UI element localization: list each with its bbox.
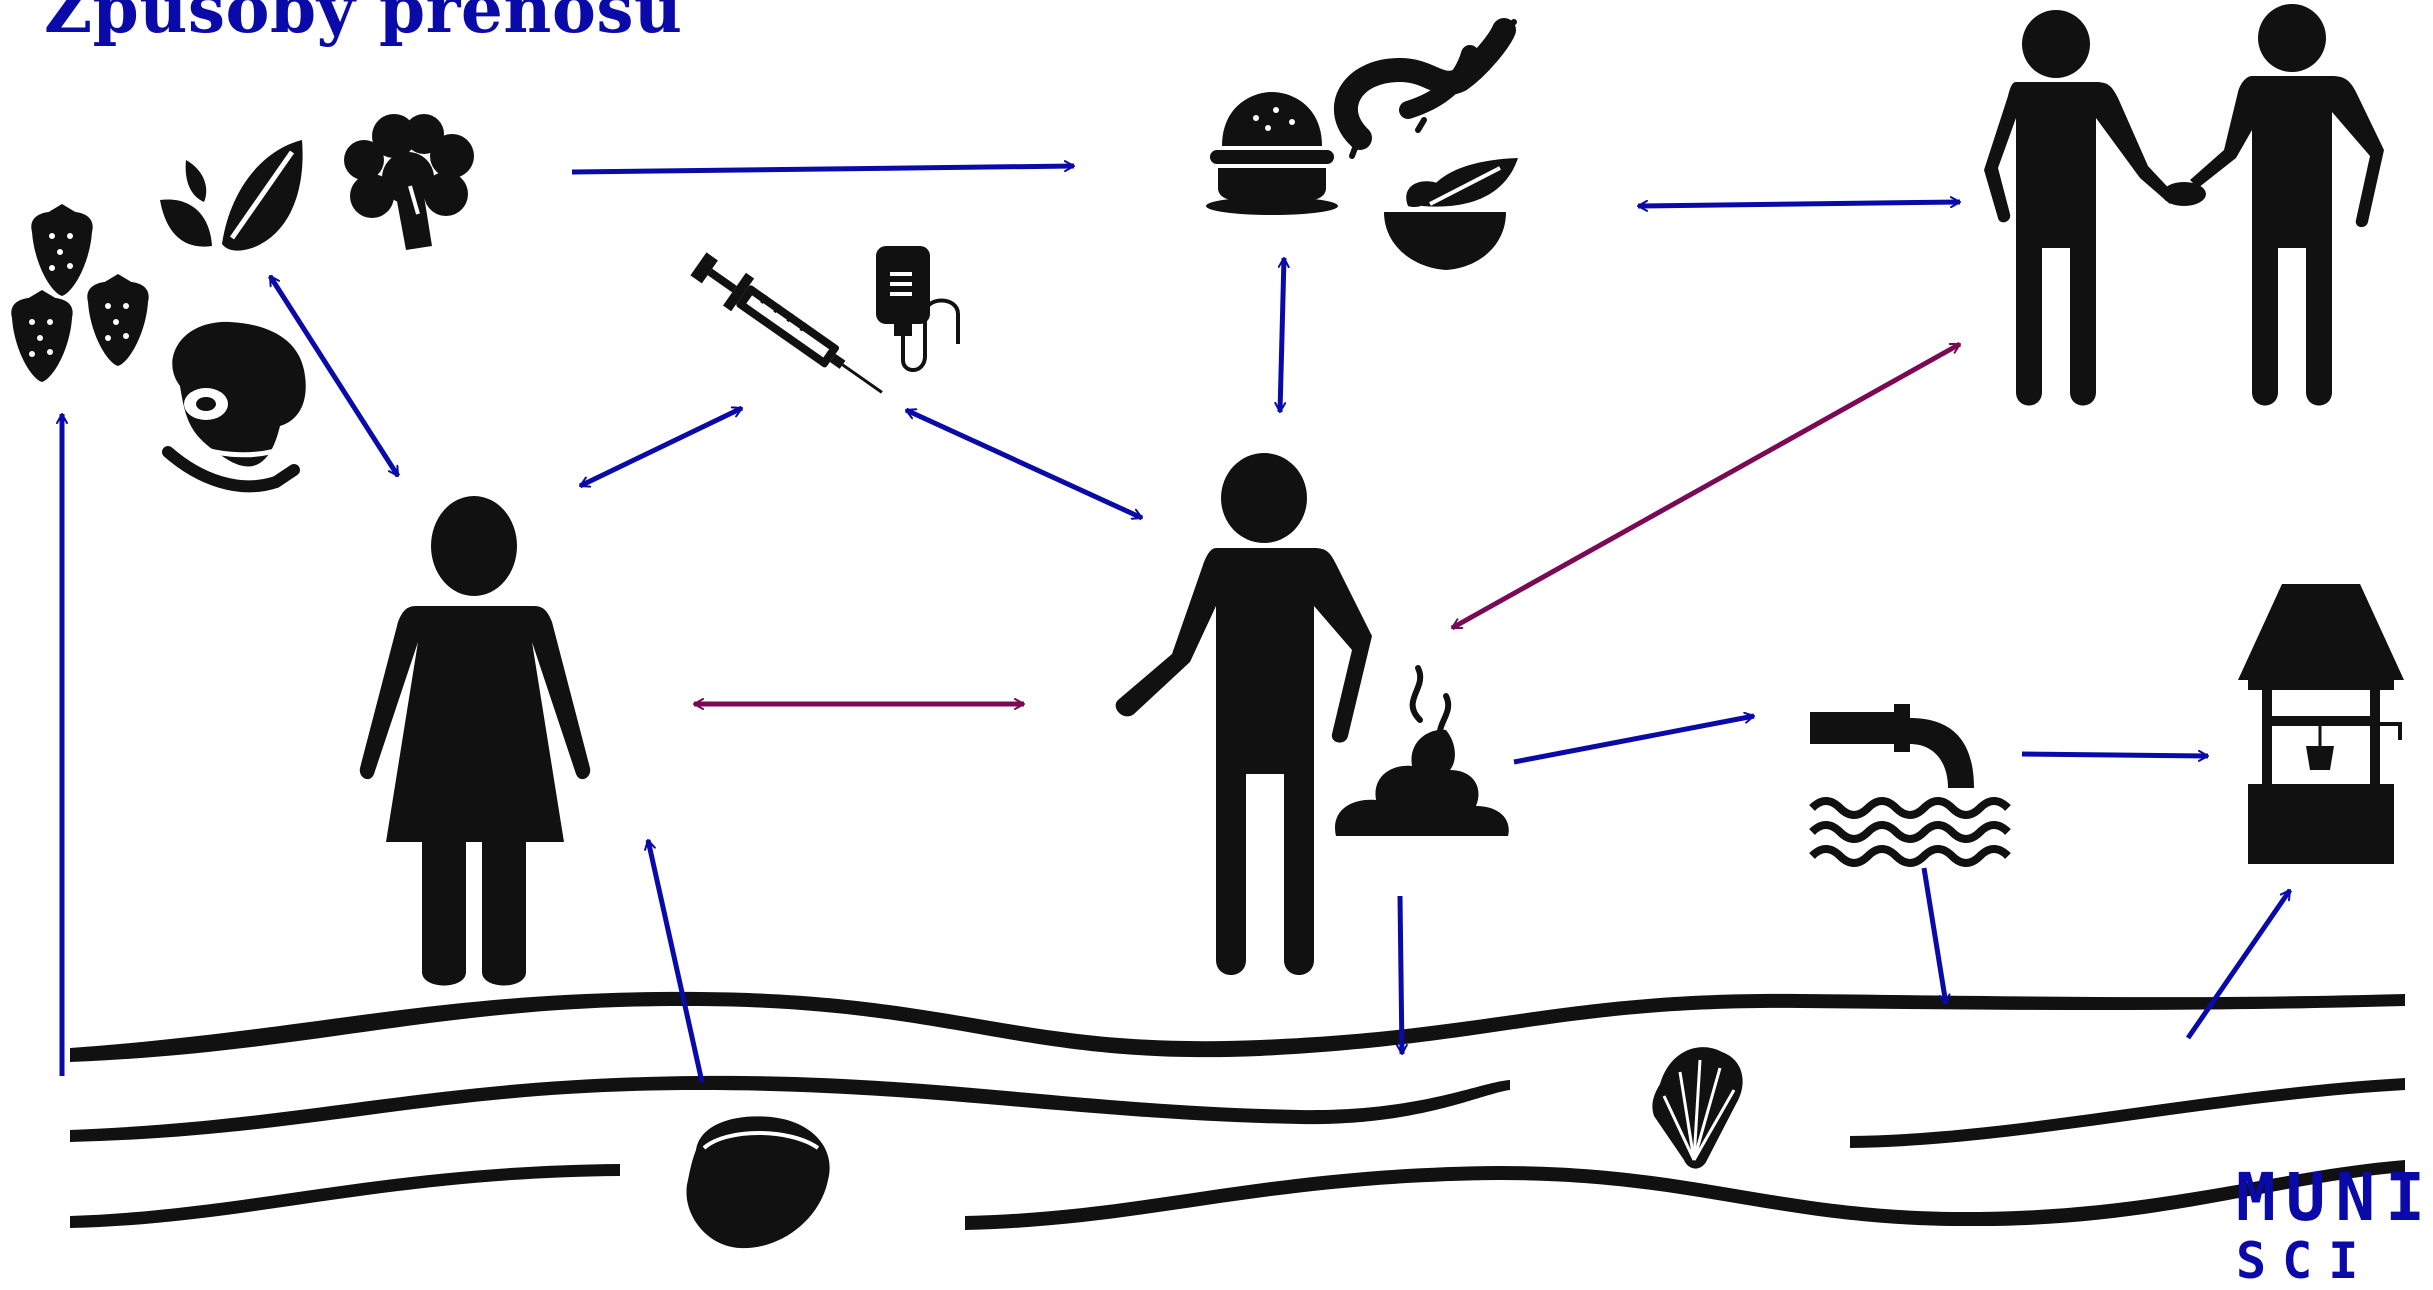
syringe-icon (690, 252, 883, 394)
oyster-icon (686, 1116, 830, 1249)
drain-pipe-icon (1809, 704, 2011, 867)
arrow-produce-woman (267, 274, 401, 478)
leaves-icon (160, 140, 303, 251)
water-waves-icon (70, 991, 2405, 1230)
arrow-man-couple (1450, 341, 1962, 631)
salad-bowl-icon (1384, 158, 1518, 270)
arrow-meals-man (1274, 257, 1290, 413)
muni-logo-sub: SCI (2236, 1232, 2375, 1290)
scallop-shell-icon (1652, 1047, 1743, 1169)
sausages-icon (1333, 18, 1517, 159)
slide-title: Způsoby přenosu (44, 0, 683, 48)
woman-icon (359, 496, 591, 986)
iv-bag-icon (876, 246, 960, 372)
arrow-meals-couple (1637, 196, 1961, 212)
arrow-syringe-man (904, 407, 1144, 521)
arrow-woman-syringe (578, 405, 744, 489)
arrow-pipe-water (1921, 867, 1951, 1005)
burger-icon (1206, 92, 1338, 215)
couple-icon (1984, 4, 2384, 406)
man-icon (1115, 453, 1372, 975)
arrow-pipe-well (2021, 749, 2209, 762)
arrow-water-well (2185, 888, 2293, 1040)
transmission-diagram (11, 4, 2405, 1249)
strawberries-icon (11, 204, 149, 382)
muni-logo: MUNI (2236, 1159, 2433, 1236)
broccoli-icon (344, 114, 474, 250)
meat-steak-icon (162, 321, 306, 493)
arrow-feces-water (1395, 895, 1408, 1055)
arrow-feces-pipe (1513, 711, 1755, 765)
arrow-produce-to-meals (571, 160, 1075, 175)
feces-icon (1335, 665, 1509, 836)
water-well-icon (2238, 584, 2404, 864)
arrow-shellfish-woman (644, 839, 705, 1083)
